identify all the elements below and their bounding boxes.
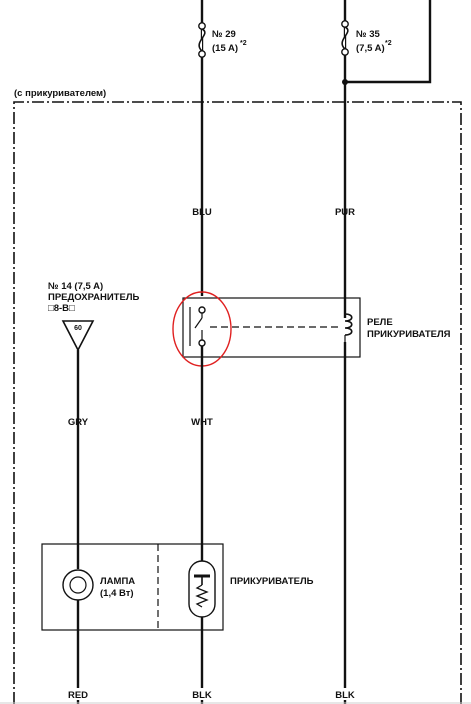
junction-dot bbox=[342, 79, 348, 85]
fuse-29 bbox=[198, 22, 206, 58]
relay-coil bbox=[344, 312, 353, 342]
wire-color-blk-right: BLK bbox=[335, 690, 355, 701]
fuse-14-line1: № 14 (7,5 A) bbox=[48, 281, 103, 292]
lamp-symbol bbox=[62, 569, 94, 601]
fuse-29-rating: (15 A) bbox=[212, 43, 238, 54]
lamp-lighter-box bbox=[41, 543, 224, 631]
wire-color-pur: PUR bbox=[335, 207, 355, 218]
wire-color-blk-mid: BLK bbox=[192, 690, 212, 701]
fuse-14-line3: □8-B□ bbox=[48, 303, 75, 314]
wire-color-red: RED bbox=[68, 690, 88, 701]
relay-switch bbox=[189, 306, 206, 347]
option-frame bbox=[13, 101, 462, 704]
lamp-label-line1: ЛАМПА bbox=[100, 576, 135, 587]
relay-box bbox=[182, 297, 361, 358]
fuse-35 bbox=[341, 20, 349, 56]
lamp-label-line2: (1,4 Вт) bbox=[100, 588, 134, 599]
relay-label-line1: РЕЛЕ bbox=[367, 317, 393, 328]
fuse-14-connector-number: 60 bbox=[74, 325, 82, 332]
fuse-14-connector-triangle bbox=[61, 320, 95, 352]
wire-color-wht: WHT bbox=[191, 417, 213, 428]
relay-label-line2: ПРИКУРИВАТЕЛЯ bbox=[367, 329, 451, 340]
frame-label: (с прикуривателем) bbox=[14, 88, 106, 99]
lighter-label: ПРИКУРИВАТЕЛЬ bbox=[230, 576, 314, 587]
lighter-symbol bbox=[188, 560, 216, 618]
fuse-35-rating: (7,5 A) bbox=[356, 43, 385, 54]
wire-color-blu: BLU bbox=[192, 207, 212, 218]
fuse-29-note: *2 bbox=[240, 40, 247, 47]
wire-color-gry: GRY bbox=[68, 417, 89, 428]
wire-right-branch bbox=[345, 0, 432, 84]
fuse-35-note: *2 bbox=[385, 40, 392, 47]
fuse-35-number: № 35 bbox=[356, 29, 381, 40]
fuse-14-line2: ПРЕДОХРАНИТЕЛЬ bbox=[48, 292, 139, 303]
fuse-29-number: № 29 bbox=[212, 29, 236, 40]
